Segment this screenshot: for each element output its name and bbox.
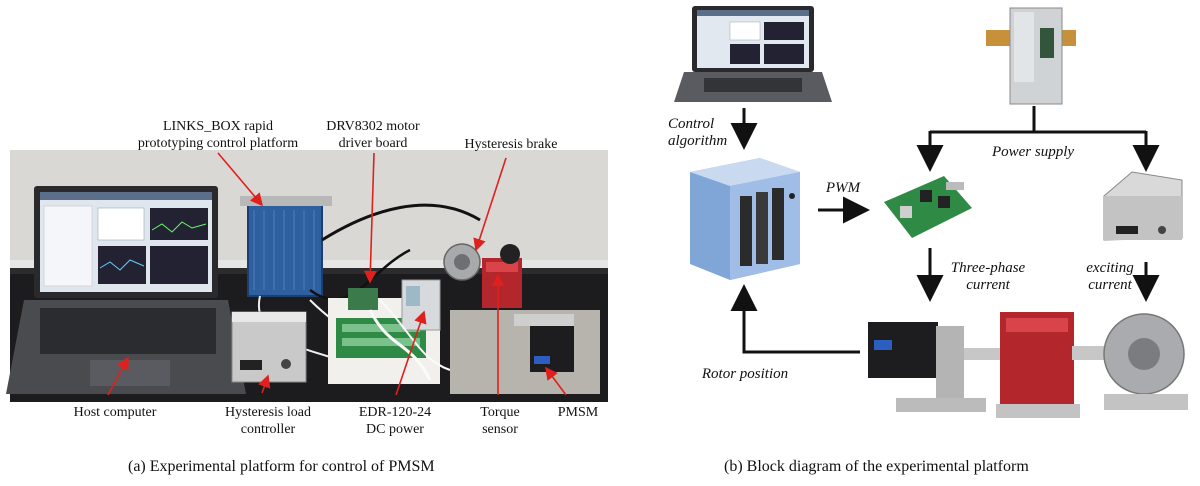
- label-exciting: exciting current: [1076, 260, 1144, 294]
- label-exciting-line1: exciting: [1086, 260, 1134, 276]
- dc-power-image: [986, 7, 1076, 105]
- load-controller-image: [1103, 171, 1183, 241]
- brake-arrow: [473, 157, 507, 252]
- pmsm-arrow: [545, 366, 567, 396]
- label-host-text: Host computer: [73, 405, 157, 420]
- arrow-rotor-feedback: [730, 284, 860, 354]
- drv-arrow: [363, 152, 377, 284]
- label-three-line1: Three-phase: [950, 260, 1026, 276]
- label-torque-line2: sensor: [482, 422, 518, 437]
- label-control-line2: algorithm: [668, 133, 728, 149]
- label-pmsm-text: PMSM: [557, 405, 599, 420]
- label-three-line2: current: [966, 277, 1010, 293]
- label-links-box: LINKS_BOX rapid prototyping control plat…: [118, 118, 318, 152]
- caption-b: (b) Block diagram of the experimental pl…: [724, 458, 1029, 475]
- laptop-image: [674, 6, 832, 102]
- label-power-text: Power supply: [991, 144, 1075, 160]
- caption-a: (a) Experimental platform for control of…: [128, 458, 435, 475]
- label-edr-line1: EDR-120-24: [358, 405, 432, 420]
- label-brake-text: Hysteresis brake: [464, 137, 558, 152]
- label-control-algorithm: Control algorithm: [668, 116, 748, 150]
- label-brake: Hysteresis brake: [446, 136, 576, 153]
- label-drv: DRV8302 motor driver board: [308, 118, 438, 152]
- label-edr-line2: DC power: [366, 422, 424, 437]
- label-torque-line1: Torque: [480, 405, 520, 420]
- label-links-box-line1: LINKS_BOX rapid: [162, 119, 274, 134]
- links-box-arrow: [217, 152, 264, 207]
- label-power-supply: Power supply: [978, 144, 1088, 161]
- label-hlc-line2: controller: [240, 422, 296, 437]
- label-rotor-text: Rotor position: [701, 366, 789, 382]
- label-pwm: PWM: [818, 180, 868, 197]
- hlc-arrow: [258, 374, 271, 394]
- label-drv-line1: DRV8302 motor: [326, 119, 420, 134]
- label-rotor-position: Rotor position: [690, 366, 800, 383]
- label-hlc-line1: Hysteresis load: [225, 405, 311, 420]
- label-pwm-text: PWM: [825, 180, 861, 196]
- label-drv-line2: driver board: [338, 136, 408, 151]
- label-control-line1: Control: [668, 116, 715, 132]
- label-edr: EDR-120-24 DC power: [340, 404, 450, 438]
- host-arrow: [107, 356, 129, 396]
- label-hlc: Hysteresis load controller: [208, 404, 328, 438]
- label-three-phase: Three-phase current: [938, 260, 1038, 294]
- label-links-box-line2: prototyping control platform: [137, 136, 299, 151]
- label-host: Host computer: [50, 404, 180, 421]
- edr-arrow: [395, 310, 427, 396]
- label-exciting-line2: current: [1088, 277, 1132, 293]
- motor-rig-image: [868, 312, 1188, 418]
- driver-board-image: [884, 176, 972, 238]
- label-pmsm: PMSM: [548, 404, 608, 421]
- platform-photo: [6, 150, 608, 402]
- controller-box-image: [690, 158, 800, 280]
- label-torque: Torque sensor: [460, 404, 540, 438]
